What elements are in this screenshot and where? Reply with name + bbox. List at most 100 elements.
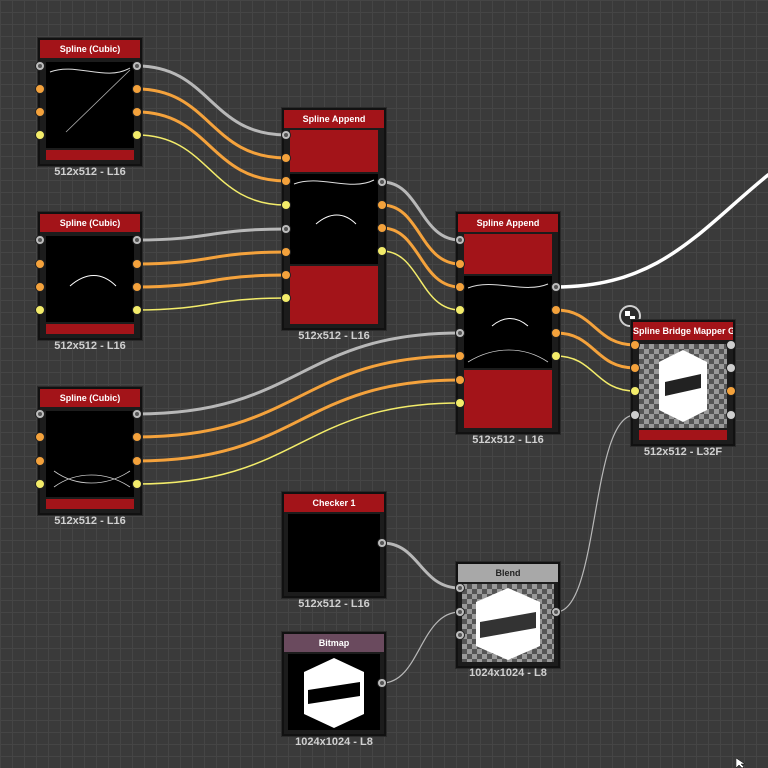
output-port[interactable] [726,363,736,373]
output-port[interactable] [551,282,561,292]
node-title: Spline (Cubic) [40,214,140,232]
node-caption: 512x512 - L16 [54,340,126,352]
node-title: Spline (Cubic) [40,389,140,407]
output-port[interactable] [132,282,142,292]
output-port[interactable] [551,305,561,315]
input-port[interactable] [630,340,640,350]
spline-cubic-node-2[interactable]: Spline (Cubic) [38,212,142,340]
spline-append-node-1[interactable]: Spline Append [282,108,386,330]
input-port[interactable] [455,351,465,361]
output-port[interactable] [377,223,387,233]
output-port[interactable] [377,538,387,548]
output-port[interactable] [377,177,387,187]
wire-orange [380,226,462,289]
input-port[interactable] [281,130,291,140]
input-port[interactable] [35,432,45,442]
output-port[interactable] [132,84,142,94]
wire-gray [380,180,462,242]
s-logo-icon [659,350,707,422]
input-port[interactable] [281,176,291,186]
spline-cubic-node-1[interactable]: Spline (Cubic) [38,38,142,166]
node-title: Blend [458,564,558,582]
output-port[interactable] [377,246,387,256]
blend-node[interactable]: Blend [456,562,560,668]
input-port[interactable] [455,630,465,640]
output-port[interactable] [132,432,142,442]
input-port[interactable] [35,479,45,489]
input-port[interactable] [35,456,45,466]
output-port[interactable] [551,328,561,338]
output-port[interactable] [551,607,561,617]
input-port[interactable] [281,293,291,303]
spline-bridge-mapper-node[interactable]: Spline Bridge Mapper G... [631,320,735,446]
output-port[interactable] [377,200,387,210]
spline-append-node-2[interactable]: Spline Append [456,212,560,434]
input-port[interactable] [281,153,291,163]
input-port[interactable] [455,235,465,245]
s-logo-icon [476,588,540,660]
output-port[interactable] [132,107,142,117]
node-title: Spline Bridge Mapper G... [633,322,733,340]
output-port[interactable] [726,410,736,420]
output-port[interactable] [132,61,142,71]
wire-gray [135,227,288,242]
wire-orange [135,378,462,463]
blend-preview [462,584,554,662]
node-caption: 512x512 - L16 [298,330,370,342]
node-caption: 1024x1024 - L8 [469,667,547,679]
output-port[interactable] [132,235,142,245]
input-port[interactable] [35,107,45,117]
output-port[interactable] [132,456,142,466]
wire-orange [135,354,462,439]
input-port[interactable] [455,375,465,385]
input-port[interactable] [35,259,45,269]
input-port[interactable] [35,61,45,71]
input-port[interactable] [630,363,640,373]
output-port[interactable] [377,678,387,688]
input-port[interactable] [35,130,45,140]
input-port[interactable] [281,200,291,210]
input-port[interactable] [630,386,640,396]
wire-gray-thin [555,414,636,613]
bitmap-preview [288,654,380,730]
output-port[interactable] [132,479,142,489]
spline-preview [46,411,134,497]
output-port[interactable] [132,305,142,315]
input-port[interactable] [455,259,465,269]
output-port[interactable] [551,351,561,361]
node-footer [639,430,727,440]
wire-orange [135,110,288,183]
input-port[interactable] [35,235,45,245]
spline-curve-icon [467,283,549,363]
node-red-block [290,266,378,324]
input-port[interactable] [281,270,291,280]
input-port[interactable] [35,409,45,419]
output-port[interactable] [132,130,142,140]
checker-node[interactable]: Checker 1 [282,492,386,598]
output-port[interactable] [132,259,142,269]
output-port[interactable] [726,340,736,350]
input-port[interactable] [455,305,465,315]
input-port[interactable] [35,305,45,315]
node-footer [46,499,134,509]
input-port[interactable] [455,607,465,617]
node-caption: 512x512 - L16 [472,434,544,446]
input-port[interactable] [455,328,465,338]
spline-cubic-node-3[interactable]: Spline (Cubic) [38,387,142,515]
node-caption: 512x512 - L16 [298,598,370,610]
input-port[interactable] [630,410,640,420]
bridge-preview [639,344,727,428]
input-port[interactable] [455,583,465,593]
wire-orange [135,273,288,289]
output-port[interactable] [132,409,142,419]
wire-gray-thin [381,611,461,684]
input-port[interactable] [281,247,291,257]
node-caption: 512x512 - L32F [643,446,723,458]
bitmap-node[interactable]: Bitmap [282,632,386,736]
output-port[interactable] [726,386,736,396]
input-port[interactable] [35,84,45,94]
input-port[interactable] [455,282,465,292]
input-port[interactable] [281,224,291,234]
input-port[interactable] [35,282,45,292]
input-port[interactable] [455,398,465,408]
